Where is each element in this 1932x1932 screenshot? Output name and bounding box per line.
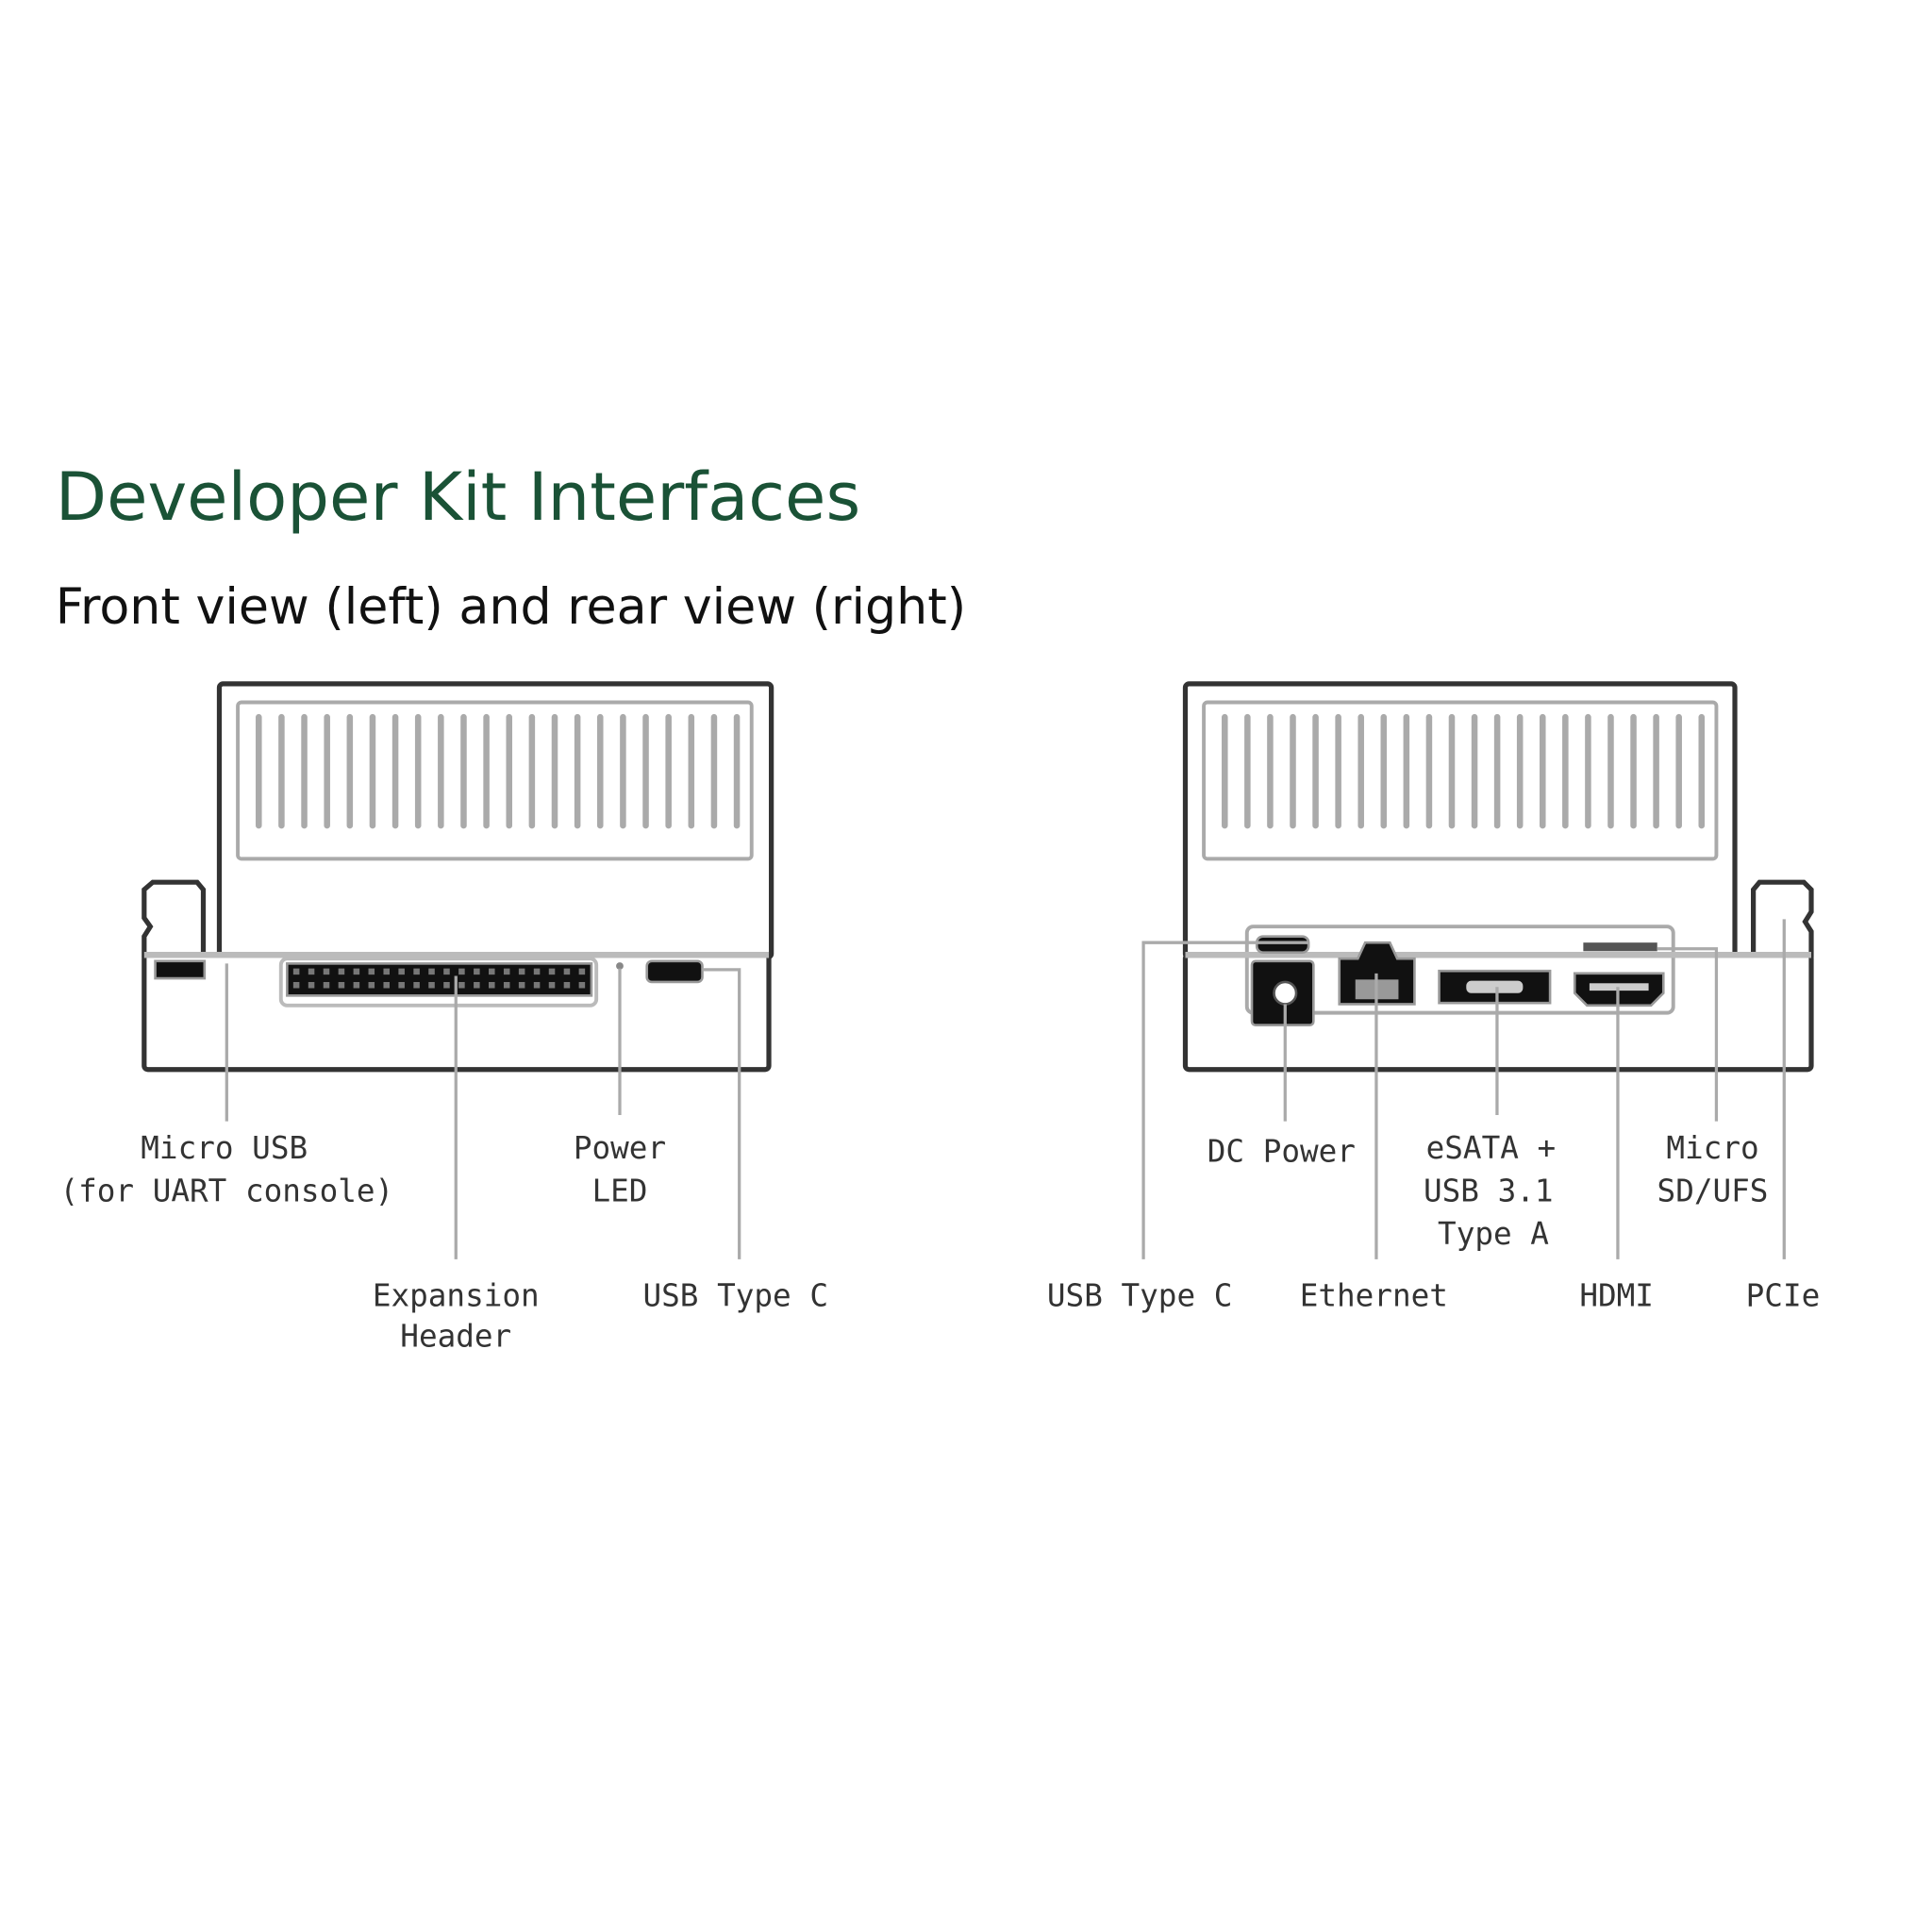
rear-heatsink-fins: [1222, 713, 1706, 829]
header-pin: [398, 981, 405, 989]
label-rear-usb-type-c: USB Type C: [1047, 1277, 1233, 1313]
header-pin: [338, 981, 345, 989]
page-title: Developer Kit Interfaces: [56, 458, 860, 536]
label-hdmi: HDMI: [1579, 1277, 1654, 1313]
header-pin: [443, 981, 450, 989]
header-pin: [413, 968, 420, 975]
rear-port-panel: [1244, 924, 1675, 1015]
label-micro: Micro: [1666, 1130, 1758, 1166]
header-pin: [368, 981, 375, 989]
header-pin: [292, 981, 300, 989]
header-pin: [533, 968, 541, 975]
header-pin: [383, 981, 390, 989]
label-dc-power: DC Power: [1208, 1134, 1356, 1170]
front-heatsink: [236, 700, 754, 861]
front-view-device: [142, 681, 774, 1259]
header-pin: [308, 968, 315, 975]
label-esata: eSATA +: [1426, 1130, 1557, 1166]
rear-usb-c-port: [1255, 935, 1310, 954]
header-pin: [578, 981, 586, 989]
front-side-tab: [142, 879, 207, 958]
header-pin: [489, 968, 495, 975]
front-heatsink-fins: [256, 713, 741, 829]
label-led: LED: [591, 1173, 647, 1208]
header-pin: [518, 968, 525, 975]
front-usb-c-port: [645, 959, 704, 984]
header-pin: [548, 968, 556, 975]
header-pin: [413, 981, 420, 989]
header-pin: [383, 968, 390, 975]
header-pin: [353, 968, 360, 975]
header-pin: [353, 981, 360, 989]
micro-sd-slot: [1583, 942, 1657, 952]
header-pin: [443, 968, 450, 975]
rear-side-tab: [1750, 879, 1814, 958]
label-header: Header: [400, 1319, 511, 1355]
header-pin: [548, 981, 556, 989]
expansion-header-pins: [292, 968, 586, 989]
expansion-header-port: [286, 962, 593, 997]
header-pin: [428, 981, 435, 989]
header-pin: [368, 968, 375, 975]
header-pin: [323, 968, 330, 975]
leader-micro-sd: [1657, 947, 1719, 1122]
header-pin: [563, 968, 571, 975]
header-pin: [308, 981, 315, 989]
label-usb31: USB 3.1: [1424, 1173, 1554, 1208]
expansion-header-frame: [278, 957, 599, 1008]
esata-usb-slot: [1466, 980, 1524, 993]
header-pin: [458, 968, 465, 975]
label-sd-ufs: SD/UFS: [1657, 1173, 1769, 1208]
label-pcie: PCIe: [1746, 1277, 1821, 1313]
header-pin: [563, 981, 571, 989]
header-pin: [503, 968, 510, 975]
dc-power-jack: [1273, 980, 1298, 1006]
header-pin: [518, 981, 525, 989]
micro-usb-port: [154, 959, 207, 980]
page-subtitle: Front view (left) and rear view (right): [56, 579, 966, 636]
label-expansion: Expansion: [373, 1277, 540, 1313]
header-pin: [292, 968, 300, 975]
header-pin: [338, 968, 345, 975]
header-pin: [474, 981, 480, 989]
rear-heatsink: [1202, 700, 1719, 861]
label-micro-usb-note: (for UART console): [59, 1173, 393, 1208]
label-micro-usb: Micro USB: [141, 1130, 308, 1166]
leader-front-usb-c: [702, 968, 741, 1259]
label-power: Power: [574, 1130, 666, 1166]
leader-rear-usb-c: [1141, 941, 1309, 1259]
header-pin: [474, 968, 480, 975]
label-ethernet: Ethernet: [1300, 1277, 1448, 1313]
header-pin: [489, 981, 495, 989]
power-led: [616, 962, 624, 970]
header-pin: [428, 968, 435, 975]
header-pin: [458, 981, 465, 989]
label-type-a: Type A: [1438, 1216, 1549, 1252]
header-pin: [503, 981, 510, 989]
label-front-usb-type-c: USB Type C: [642, 1277, 828, 1313]
header-pin: [323, 981, 330, 989]
header-pin: [398, 968, 405, 975]
header-pin: [578, 968, 586, 975]
rear-view-device: [1141, 681, 1814, 1259]
header-pin: [533, 981, 541, 989]
